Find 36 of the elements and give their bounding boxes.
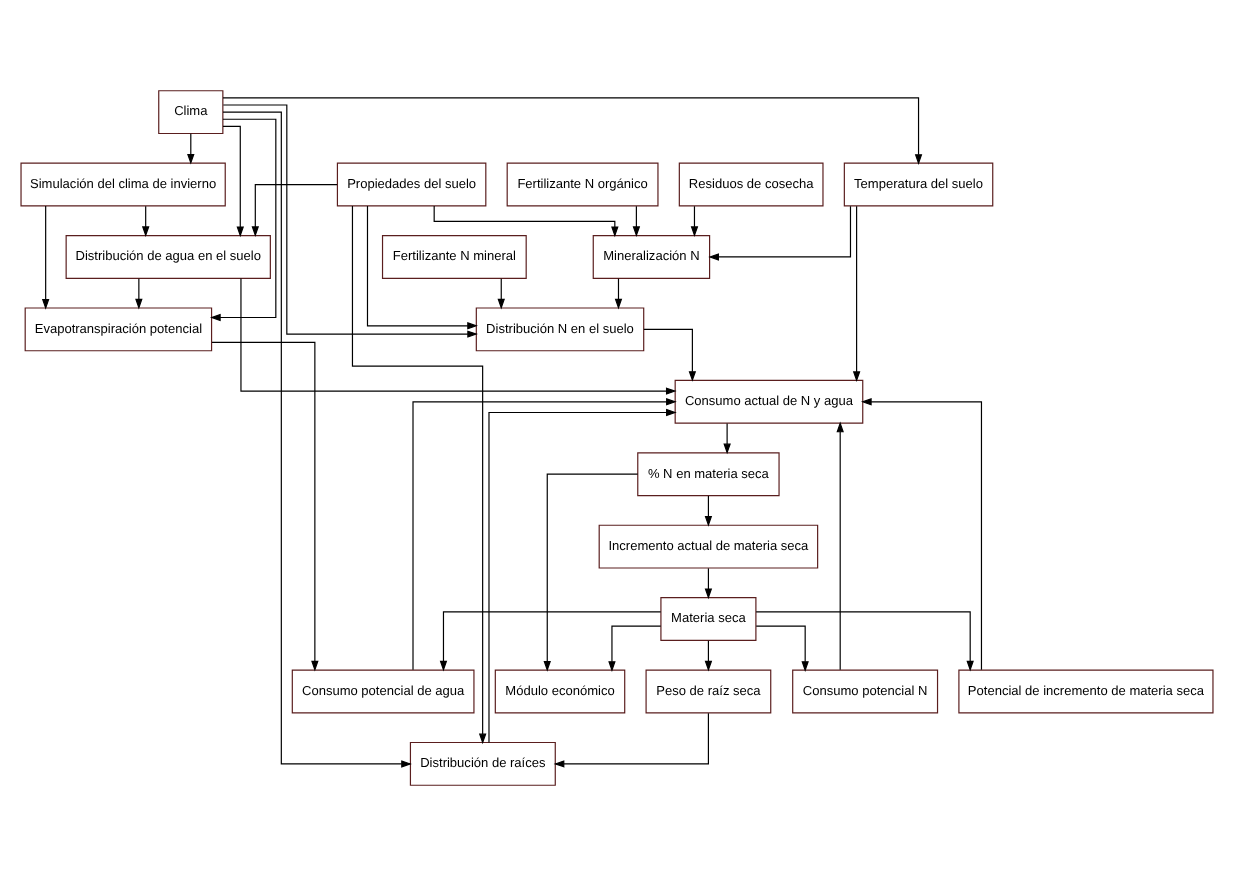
arrow bbox=[723, 421, 731, 454]
arrow bbox=[755, 610, 974, 671]
arrow bbox=[135, 277, 143, 309]
arrow bbox=[210, 117, 277, 321]
arrow bbox=[251, 182, 338, 237]
arrow bbox=[222, 124, 244, 237]
arrow bbox=[608, 624, 662, 671]
arrow bbox=[240, 276, 677, 394]
arrow bbox=[141, 204, 150, 237]
arrow bbox=[632, 204, 641, 237]
arrow bbox=[41, 204, 50, 309]
arrow bbox=[412, 397, 677, 670]
arrow bbox=[755, 624, 809, 671]
arrow bbox=[222, 110, 412, 767]
arrow bbox=[543, 472, 639, 671]
arrow bbox=[690, 204, 699, 237]
arrow bbox=[488, 407, 677, 743]
arrow bbox=[439, 610, 662, 671]
arrow bbox=[704, 494, 713, 526]
arrow bbox=[643, 327, 697, 381]
arrow bbox=[836, 420, 844, 670]
arrow bbox=[852, 204, 861, 382]
arrow bbox=[614, 277, 623, 309]
arrow bbox=[222, 96, 923, 164]
arrow bbox=[704, 639, 713, 671]
arrow bbox=[222, 103, 478, 337]
arrow bbox=[366, 204, 478, 329]
arrow bbox=[708, 204, 852, 260]
arrow bbox=[211, 340, 319, 671]
arrow bbox=[860, 397, 983, 670]
arrow bbox=[187, 132, 195, 164]
arrow bbox=[433, 204, 619, 237]
arrow bbox=[704, 566, 713, 599]
arrow bbox=[497, 277, 505, 309]
arrow bbox=[351, 204, 487, 744]
arrow bbox=[553, 711, 709, 767]
